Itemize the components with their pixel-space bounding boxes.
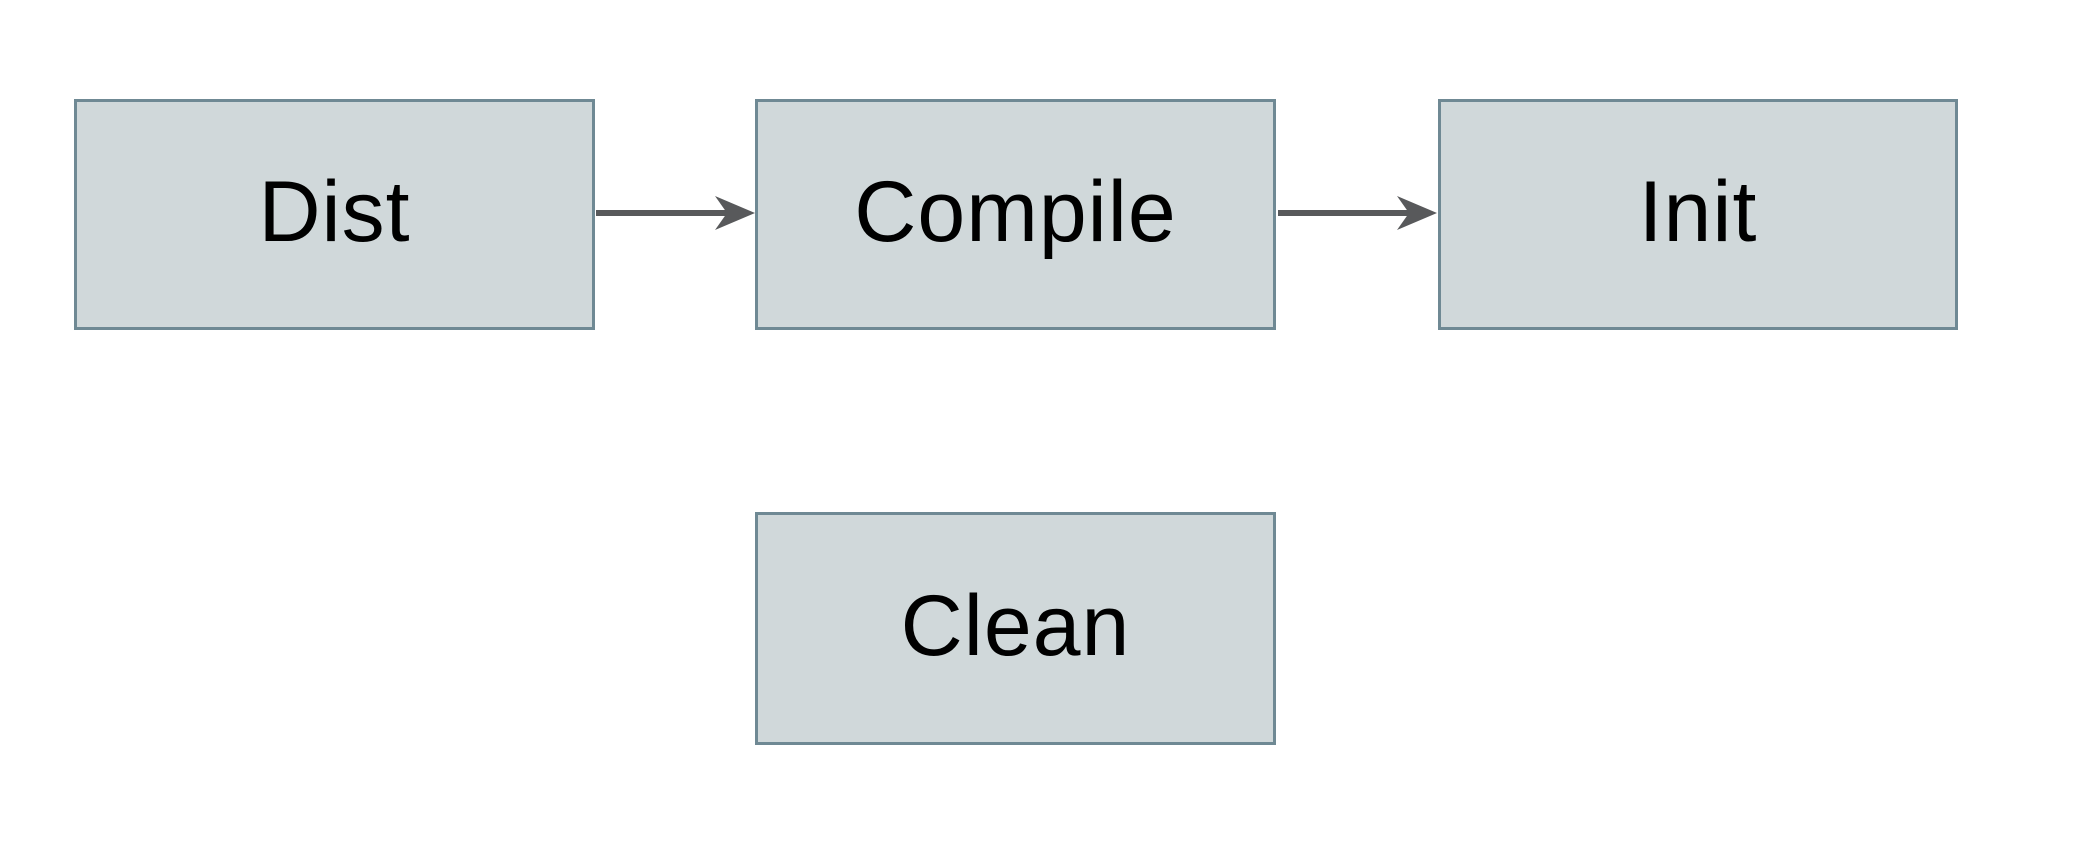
node-compile-label: Compile — [854, 163, 1177, 260]
node-clean: Clean — [755, 512, 1276, 745]
node-compile: Compile — [755, 99, 1276, 330]
node-dist: Dist — [74, 99, 595, 330]
node-dist-label: Dist — [258, 163, 411, 260]
node-init-label: Init — [1638, 163, 1758, 260]
arrow-compile-to-init — [1278, 196, 1437, 230]
node-clean-label: Clean — [900, 577, 1131, 674]
node-init: Init — [1438, 99, 1958, 330]
arrow-dist-to-compile — [596, 196, 755, 230]
